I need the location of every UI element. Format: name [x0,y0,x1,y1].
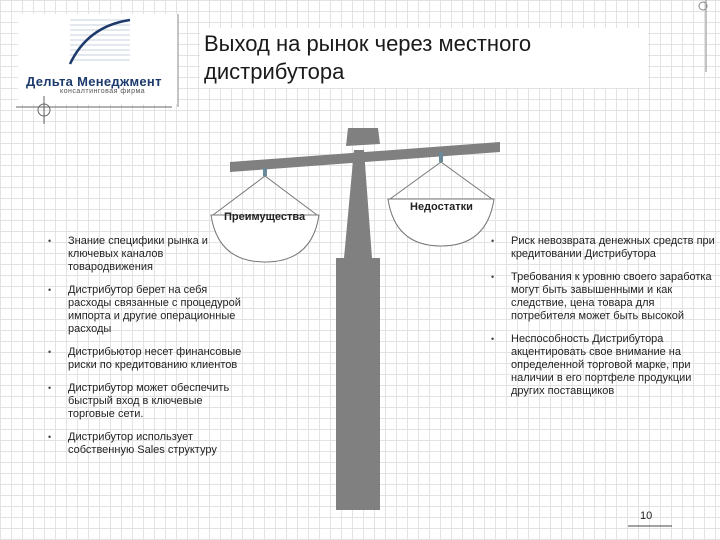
page-number: 10 [640,510,653,522]
list-item: Дистрибьютор несет финансовые риски по к… [48,346,248,372]
logo-subtitle: консалтинговая фирма [60,88,146,95]
list-item: Дистрибутор берет на себя расходы связан… [48,284,248,336]
list-item: Неспособность Дистрибутора акцентировать… [491,333,715,398]
disadvantages-label: Недостатки [410,201,473,213]
scale-beam [230,142,500,172]
list-item: Требования к уровню своего заработка мог… [491,271,715,323]
logo-graphic-icon [68,18,131,65]
list-item: Дистрибутор использует собственную Sales… [48,431,248,457]
advantages-list: Знание специфики рынка и ключевых канало… [48,235,248,467]
slide-title: Выход на рынок через местного дистрибуто… [200,28,648,88]
logo [18,14,178,104]
list-item: Риск невозврата денежных средств при кре… [491,235,715,261]
list-item: Дистрибутор может обеспечить быстрый вхо… [48,382,248,421]
scale-pillar [336,150,380,510]
list-item: Знание специфики рынка и ключевых канало… [48,235,248,274]
disadvantages-list: Риск невозврата денежных средств при кре… [491,235,715,408]
right-pan [387,198,495,247]
logo-name: Дельта Менеджмент [26,74,162,89]
advantages-label: Преимущества [224,211,306,223]
